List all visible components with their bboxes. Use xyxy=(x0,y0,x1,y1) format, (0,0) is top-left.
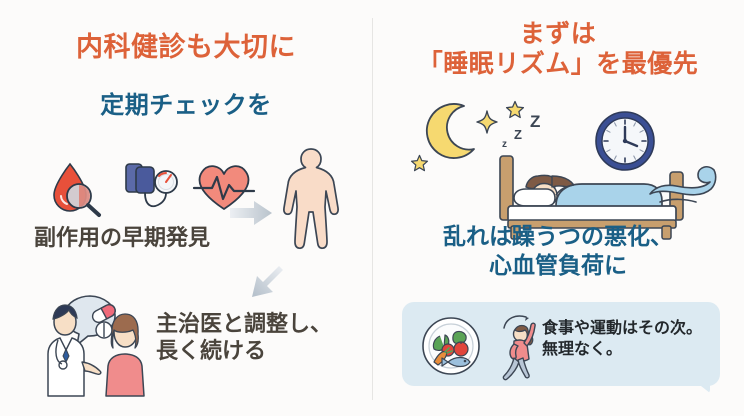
human-body-icon xyxy=(276,146,346,258)
svg-text:z: z xyxy=(502,139,507,150)
left-caption-top: 副作用の早期発見 xyxy=(34,225,211,250)
zzz-icon: Z Z z xyxy=(490,112,556,155)
star-icon xyxy=(410,154,429,173)
crescent-moon-icon xyxy=(424,102,480,162)
callout-text-line1: 食事や運動はその次。 xyxy=(542,320,703,337)
blood-pressure-monitor-icon xyxy=(120,158,182,220)
stretching-person-icon xyxy=(490,310,546,382)
left-caption-bottom-line1: 主治医と調整し、 xyxy=(156,311,333,336)
svg-text:Z: Z xyxy=(530,112,540,131)
left-title-primary: 内科健診も大切に xyxy=(76,32,296,62)
arrow-down-left-icon xyxy=(247,264,291,308)
star-icon xyxy=(505,100,525,120)
heart-pulse-icon xyxy=(192,157,256,217)
sleeping-person-bed-icon xyxy=(494,146,700,240)
breeze-wave-icon xyxy=(648,164,722,212)
arrow-right-icon xyxy=(228,199,274,227)
left-title-secondary: 定期チェックを xyxy=(100,92,272,119)
callout-text: 食事や運動はその次。 無理なく。 xyxy=(542,318,702,360)
left-caption-bottom: 主治医と調整し、 長く続ける xyxy=(156,310,332,365)
wall-clock-icon xyxy=(594,110,656,172)
callout-text-line2: 無理なく。 xyxy=(542,341,623,359)
right-title-line2: 「睡眠リズム」を最優先 xyxy=(417,49,699,78)
left-caption-bottom-line2: 長く続ける xyxy=(156,338,267,364)
healthy-plate-icon xyxy=(420,316,482,376)
panel-divider xyxy=(372,18,373,400)
right-caption-line2: 心血管負荷に xyxy=(489,251,627,278)
right-caption: 乱れは躁うつの悪化、 心血管負荷に xyxy=(372,222,744,280)
callout-box: 食事や運動はその次。 無理なく。 xyxy=(402,302,720,393)
right-title: まずは 「睡眠リズム」を最優先 xyxy=(372,20,744,79)
right-title-line1: まずは xyxy=(519,20,597,48)
left-panel: 内科健診も大切に 定期チェックを xyxy=(32,32,346,398)
doctor-patient-consult-icon xyxy=(32,292,160,398)
sparkle-icon xyxy=(476,110,498,134)
right-panel: まずは 「睡眠リズム」を最優先 xyxy=(372,0,744,416)
right-caption-line1: 乱れは躁うつの悪化、 xyxy=(443,223,673,249)
blood-drop-magnifier-icon xyxy=(46,158,108,220)
svg-text:Z: Z xyxy=(514,127,522,142)
